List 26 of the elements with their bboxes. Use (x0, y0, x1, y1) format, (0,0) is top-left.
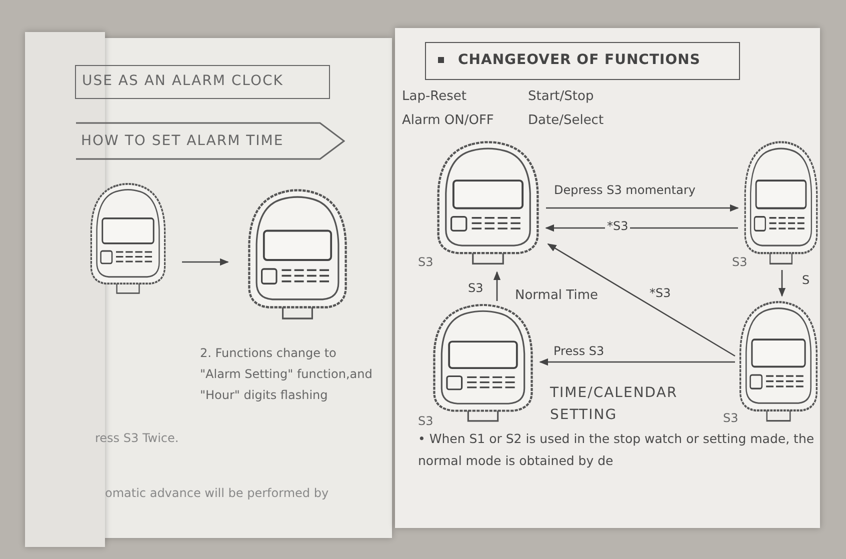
button-label: Date/Select (528, 112, 604, 129)
arrow (547, 243, 736, 357)
mode-label: Normal Time (515, 287, 598, 304)
note-text: • When S1 or S2 is used in the stop watch or setting made, the normal mode is obtained by de (418, 430, 816, 470)
edge-label: S3 (466, 280, 486, 296)
header-text: CHANGEOVER OF FUNCTIONS (458, 51, 700, 69)
button-label: Alarm ON/OFF (402, 112, 494, 129)
arrow (778, 270, 786, 297)
button-label: S3 (418, 254, 434, 271)
button-label: S3 (418, 413, 434, 430)
body-text: omatic advance will be performed by (105, 485, 329, 502)
section-banner: USE AS AN ALARM CLOCK (75, 65, 330, 99)
mode-label: TIME/CALENDAR SETTING (550, 384, 679, 425)
section-header (425, 42, 740, 80)
button-label: S3 (732, 254, 748, 271)
instruction-text: 2. Functions change to "Alarm Setting" function,and "Hour" digits flashing (200, 345, 374, 404)
arrow (493, 271, 501, 301)
button-label: Start/Stop (528, 88, 594, 105)
pointed-banner: HOW TO SET ALARM TIME (75, 122, 345, 160)
edge-label: Depress S3 momentary (552, 183, 698, 198)
arrow (539, 358, 735, 366)
instruction-text: ress S3 Twice. (95, 430, 179, 447)
button-label: Lap-Reset (402, 88, 466, 105)
button-label: S3 (723, 410, 740, 427)
arrow (182, 258, 229, 266)
arrow (546, 204, 739, 212)
